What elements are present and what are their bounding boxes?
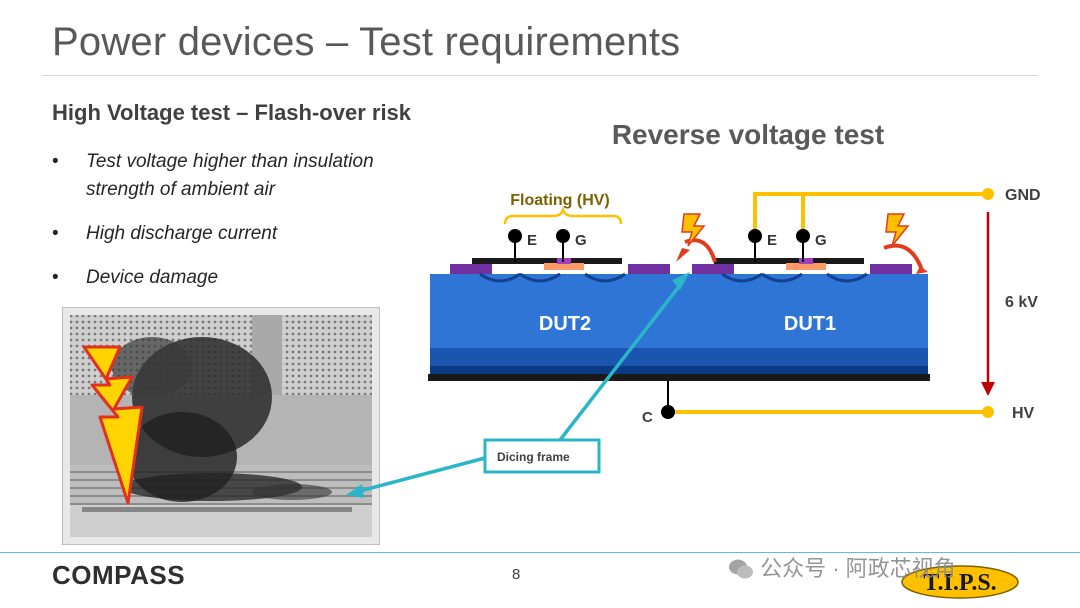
gnd-label: GND <box>1005 187 1041 204</box>
callout-pointer-line <box>355 456 486 494</box>
dut1-structure <box>692 258 912 283</box>
collector-terminal <box>661 405 675 419</box>
bullet-dot-icon: • <box>52 223 59 244</box>
compass-logo: COMPASS <box>52 560 186 590</box>
diagram-title: Reverse voltage test <box>612 119 884 150</box>
flashover-icon <box>883 213 928 274</box>
bullet-item: •High discharge current <box>52 220 432 248</box>
watermark: 公众号 · 阿政芯视角 <box>728 551 956 583</box>
arrowhead-down-icon <box>981 382 995 396</box>
hv-label: HV <box>1012 405 1035 422</box>
hv-node <box>982 406 994 418</box>
dicing-frame-label: Dicing frame <box>497 450 570 464</box>
dut2-emitter-terminal <box>508 229 522 243</box>
dut1-g-label: G <box>815 232 827 249</box>
svg-text:T.I.P.S.: T.I.P.S. <box>923 570 996 596</box>
dut2-structure <box>450 258 670 283</box>
page-number: 8 <box>512 566 521 583</box>
tips-logo: T.I.P.S. <box>901 565 1019 599</box>
bullet-dot-icon: • <box>52 151 59 172</box>
title-divider <box>42 75 1038 76</box>
wechat-icon <box>728 558 754 580</box>
dut2-gate-terminal <box>556 229 570 243</box>
bullet-dot-icon: • <box>52 267 59 288</box>
reverse-voltage-diagram: Reverse voltage test DUT2 DUT1 Floating … <box>346 119 1041 498</box>
bullet-item: •Test voltage higher than insulation str… <box>52 148 432 204</box>
dut2-g-label: G <box>575 232 587 249</box>
lightning-icon <box>82 345 144 505</box>
gnd-wire <box>753 192 988 236</box>
floating-label: Floating (HV) <box>510 192 610 209</box>
dut1-emitter-terminal <box>748 229 762 243</box>
backside-metal <box>428 374 930 381</box>
slide-title: Power devices – Test requirements <box>52 20 681 64</box>
dut1-e-label: E <box>767 232 777 249</box>
dut2-e-label: E <box>527 232 537 249</box>
bullet-list: •Test voltage higher than insulation str… <box>52 148 432 308</box>
flashover-icon <box>676 213 717 263</box>
voltage-label: 6 kV <box>1005 294 1038 311</box>
dicing-frame-callout <box>483 438 601 474</box>
damage-photo <box>62 307 380 545</box>
c-label: C <box>642 409 653 426</box>
footer-divider <box>0 552 1080 553</box>
dut1-label: DUT1 <box>784 313 836 335</box>
floating-brace <box>503 206 623 225</box>
gnd-node <box>982 188 994 200</box>
callout-pointer-line <box>558 278 686 442</box>
dut1-gate-terminal <box>796 229 810 243</box>
dut2-label: DUT2 <box>539 313 591 335</box>
bullet-item: •Device damage <box>52 264 432 292</box>
subheading: High Voltage test – Flash-over risk <box>52 100 412 125</box>
